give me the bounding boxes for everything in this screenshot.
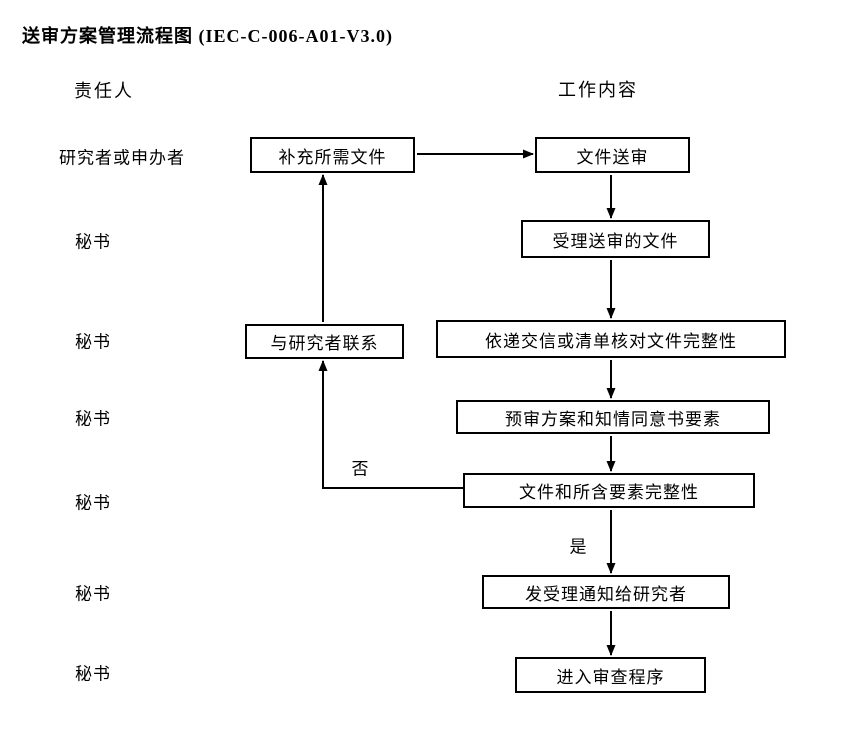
role-label-secretary: 秘书: [75, 493, 111, 513]
node-completeness-decision: 文件和所含要素完整性: [463, 473, 755, 508]
node-enter-review-procedure: 进入审查程序: [515, 657, 706, 693]
role-label-researcher-or-sponsor: 研究者或申办者: [59, 148, 185, 168]
role-label-secretary: 秘书: [75, 584, 111, 604]
page-title: 送审方案管理流程图 (IEC-C-006-A01-V3.0): [22, 26, 393, 46]
node-accept-documents: 受理送审的文件: [521, 220, 710, 258]
arrow-no-completeness-to-contact: [318, 360, 463, 489]
node-pre-review-protocol-and-consent: 预审方案和知情同意书要素: [456, 400, 770, 434]
node-check-completeness-by-letter-or-checklist: 依递交信或清单核对文件完整性: [436, 320, 786, 358]
node-supplement-documents: 补充所需文件: [250, 137, 415, 173]
role-label-secretary: 秘书: [75, 332, 111, 352]
role-label-secretary: 秘书: [75, 232, 111, 252]
role-label-secretary: 秘书: [75, 664, 111, 684]
role-label-secretary: 秘书: [75, 409, 111, 429]
node-contact-researcher: 与研究者联系: [245, 324, 404, 359]
node-document-submission: 文件送审: [535, 137, 690, 173]
column-header-work: 工作内容: [558, 80, 638, 100]
branch-label-yes: 是: [569, 532, 587, 558]
node-send-acceptance-notice: 发受理通知给研究者: [482, 575, 730, 609]
column-header-responsible: 责任人: [74, 81, 134, 101]
branch-label-no: 否: [351, 454, 369, 480]
